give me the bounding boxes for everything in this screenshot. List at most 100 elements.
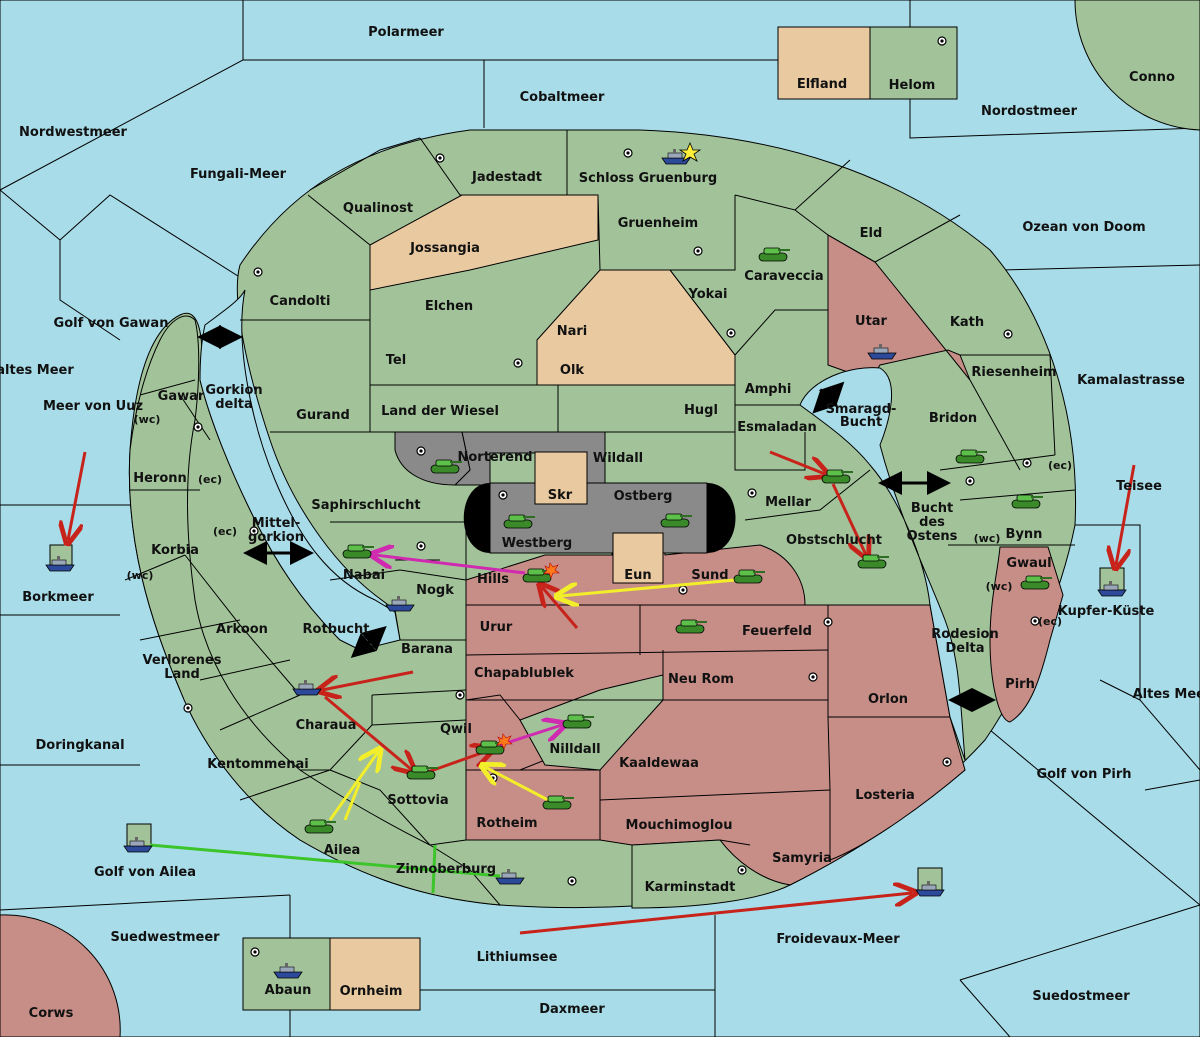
label-losteria: Losteria — [855, 788, 915, 803]
label-bridon: Bridon — [929, 411, 977, 426]
label-jossangia: Jossangia — [409, 241, 480, 256]
star-icon — [678, 141, 702, 162]
label-bucht-1: Bucht — [911, 501, 953, 516]
region-ornheim[interactable] — [329, 937, 421, 1011]
label-kath: Kath — [950, 315, 984, 330]
tank-icon — [955, 449, 988, 464]
region-elfland[interactable] — [777, 26, 871, 100]
orders-yellow — [328, 578, 736, 821]
region-eun-top — [612, 532, 664, 584]
coast-ec-heronn: (ec) — [198, 473, 222, 486]
label-kamalastrasse: Kamalastrasse — [1077, 373, 1185, 388]
label-gruenheim: Gruenheim — [618, 216, 698, 231]
label-bynn: Bynn — [1006, 527, 1043, 542]
label-yokai: Yokai — [687, 287, 727, 302]
label-teisee: Teisee — [1116, 479, 1162, 494]
label-mellar: Mellar — [765, 495, 811, 510]
capital-west-cap — [463, 483, 490, 553]
label-kupferkueste: Kupfer-Küste — [1058, 604, 1155, 619]
label-candolti: Candolti — [270, 294, 331, 309]
label-mouchi: Mouchimoglou — [626, 818, 733, 833]
label-gorkion-1: Gorkion — [205, 383, 262, 398]
label-samyria: Samyria — [772, 851, 832, 866]
label-wildall: Wildall — [593, 451, 643, 466]
label-land-wiesel: Land der Wiesel — [381, 404, 499, 419]
label-saphir: Saphirschlucht — [311, 498, 420, 513]
label-nabai: Nabai — [343, 568, 385, 583]
label-gorkion-2: delta — [215, 397, 253, 412]
label-mittel-1: Mittel- — [252, 516, 301, 531]
label-sund: Sund — [691, 568, 728, 583]
label-verlorenes-1: Verlorenes — [142, 653, 221, 668]
label-froidevaux: Froidevaux-Meer — [776, 932, 900, 947]
label-arkoon: Arkoon — [216, 622, 268, 637]
units — [45, 141, 1127, 979]
label-eun: Eun — [624, 568, 651, 583]
label-urur: Urur — [480, 620, 513, 635]
label-qwil: Qwil — [440, 722, 472, 737]
label-caraveccia: Caraveccia — [744, 269, 823, 284]
land-borders — [124, 130, 1076, 905]
label-golf-pirh: Golf von Pirh — [1036, 767, 1131, 782]
label-gawar: Gawar — [158, 389, 205, 404]
tank-icon — [304, 819, 337, 834]
region-corws[interactable] — [0, 914, 121, 1037]
label-kaltes-meer: Kaltes Meer — [0, 363, 74, 378]
label-golf-ailea: Golf von Ailea — [94, 865, 196, 880]
label-pirh: Pirh — [1005, 677, 1035, 692]
region-gwaul-pirh[interactable] — [989, 546, 1064, 723]
label-bucht-3: Ostens — [907, 529, 958, 544]
label-elchen: Elchen — [425, 299, 473, 314]
label-esmaladan: Esmaladan — [737, 420, 817, 435]
label-bucht-2: des — [919, 515, 945, 530]
label-westberg: Westberg — [502, 536, 572, 551]
region-utar[interactable] — [827, 234, 971, 381]
tank-icon — [733, 569, 766, 584]
coast-wc-gawar: (wc) — [134, 413, 161, 426]
coast-ec-gwaul: (ec) — [1038, 615, 1062, 628]
label-cobaltmeer: Cobaltmeer — [520, 90, 605, 105]
tank-icon — [542, 795, 575, 810]
coast-ec-korbia: (ec) — [213, 525, 237, 538]
label-olk: Olk — [560, 363, 585, 378]
label-borkmeer: Borkmeer — [22, 590, 94, 605]
label-suedwestmeer: Suedwestmeer — [110, 930, 220, 945]
label-polarmeer: Polarmeer — [368, 25, 444, 40]
label-rodesion-2: Delta — [945, 641, 984, 656]
label-golf-gawan: Golf von Gawan — [54, 316, 169, 331]
labels: Polarmeer Cobaltmeer Nordwestmeer Fungal… — [0, 25, 1200, 1021]
region-skr-top — [534, 451, 588, 505]
region-karminstadt[interactable] — [631, 839, 792, 909]
label-orlon: Orlon — [868, 692, 908, 707]
label-conno: Conno — [1129, 70, 1175, 85]
label-obst: Obstschlucht — [786, 533, 882, 548]
label-barana: Barana — [401, 642, 453, 657]
capital-east-cap — [707, 483, 736, 553]
label-abaun: Abaun — [265, 983, 312, 998]
label-fungali: Fungali-Meer — [190, 167, 287, 182]
label-verlorenes-2: Land — [164, 667, 200, 682]
tank-icon — [1011, 494, 1044, 509]
orders-red — [68, 450, 1136, 935]
tank-icon — [406, 765, 439, 780]
region-conno[interactable] — [1074, 0, 1200, 131]
label-rotbucht: Rotbucht — [303, 622, 370, 637]
tank-icon — [503, 514, 536, 529]
coast-wc-korbia: (wc) — [127, 569, 154, 582]
label-nordostmeer: Nordostmeer — [981, 104, 1078, 119]
label-doringkanal: Doringkanal — [35, 738, 124, 753]
label-schloss: Schloss Gruenburg — [579, 171, 717, 186]
label-corws: Corws — [29, 1006, 74, 1021]
label-mittel-2: gorkion — [248, 530, 304, 545]
label-altes-meer: Altes Meer — [1133, 687, 1200, 702]
label-elfland: Elfland — [797, 77, 847, 92]
tank-icon — [1020, 575, 1053, 590]
label-suedostmeer: Suedostmeer — [1032, 989, 1130, 1004]
region-losteria[interactable] — [827, 716, 966, 861]
coast-wc-gwaul: (wc) — [986, 580, 1013, 593]
label-rotheim: Rotheim — [476, 816, 537, 831]
tank-icon — [562, 714, 595, 729]
label-lithiumsee: Lithiumsee — [477, 950, 558, 965]
orders-black-convoy — [197, 325, 996, 712]
